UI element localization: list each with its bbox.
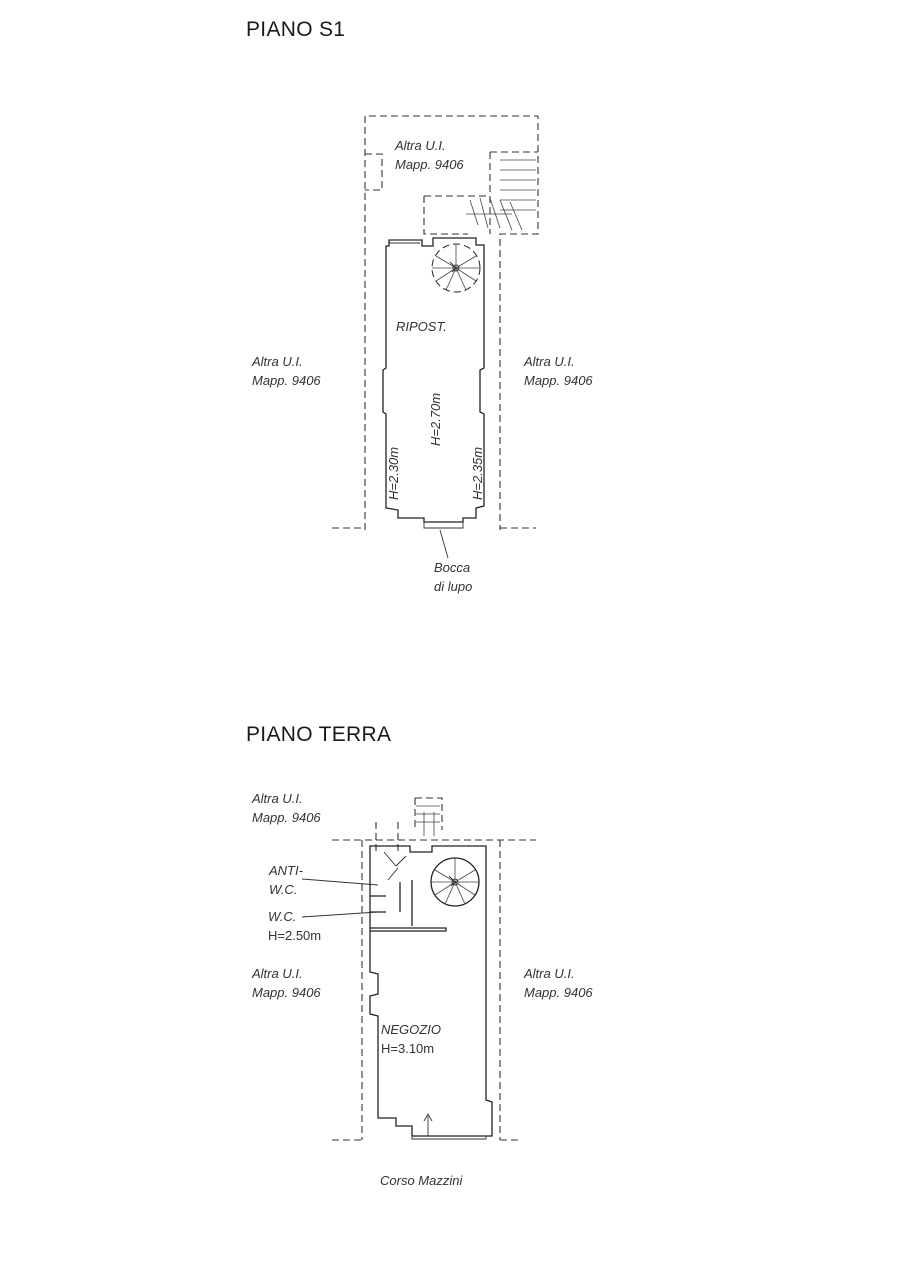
s1-neighbor-steps [466, 159, 536, 231]
s1-top-wall-band [389, 239, 420, 244]
s1-bocca-opening [423, 522, 464, 529]
terra-top-stub [375, 822, 399, 852]
s1-height-right: H=2.35m [470, 446, 485, 500]
terra-anti-wc-wall [399, 880, 413, 926]
s1-neighbor-left-line2: Mapp. 9406 [252, 373, 321, 388]
s1-neighbor-left-line1: Altra U.I. [252, 354, 303, 369]
terra-anti-wc-label: ANTI- W.C. [269, 861, 303, 899]
terra-wc-stubs [370, 895, 386, 913]
terra-neighbor-left-label: Altra U.I. Mapp. 9406 [252, 964, 321, 1002]
terra-neighbor-right-line1: Altra U.I. [524, 966, 575, 981]
terra-shop-height: H=3.10m [381, 1041, 435, 1056]
s1-plan [332, 115, 539, 559]
terra-anti-wc-line1: ANTI- [269, 863, 303, 878]
s1-room-walls [382, 237, 485, 523]
terra-neighbor-right-line2: Mapp. 9406 [524, 985, 593, 1000]
terra-neighbor-left-line2: Mapp. 9406 [252, 985, 321, 1000]
terra-anti-wc-line2: W.C. [269, 882, 298, 897]
s1-opening-label: Bocca di lupo [434, 558, 472, 596]
terra-neighbor-top-label: Altra U.I. Mapp. 9406 [252, 789, 321, 827]
s1-neighbor-right-label: Altra U.I. Mapp. 9406 [524, 352, 593, 390]
terra-lot-boundary [332, 839, 536, 1140]
s1-neighbor-right-line2: Mapp. 9406 [524, 373, 593, 388]
s1-room-label: RIPOST. [396, 319, 447, 334]
s1-neighbor-right-line1: Altra U.I. [524, 354, 575, 369]
terra-neighbor-steps [416, 805, 440, 836]
s1-opening-line1: Bocca [434, 560, 471, 575]
s1-neighbor-top-line2: Mapp. 9406 [395, 157, 464, 172]
terra-wc-label: W.C. H=2.50m [268, 907, 321, 945]
s1-title: PIANO S1 [246, 18, 346, 41]
terra-neighbor-stair [414, 797, 443, 830]
terra-neighbor-left-line1: Altra U.I. [252, 966, 303, 981]
terra-street-label: Corso Mazzini [380, 1173, 463, 1188]
terra-entrance-band [411, 1136, 487, 1140]
terra-door-swings [383, 851, 407, 881]
terra-plan [301, 797, 536, 1141]
s1-opening-line2: di lupo [434, 579, 473, 594]
s1-niche-left [365, 153, 383, 191]
s1-neighbor-top-label: Altra U.I. Mapp. 9406 [395, 136, 464, 174]
terra-title: PIANO TERRA [246, 723, 392, 746]
terra-neighbor-right-label: Altra U.I. Mapp. 9406 [524, 964, 593, 1002]
s1-height-left: H=2.30m [386, 446, 401, 500]
terra-shop-label: NEGOZIO H=3.10m [381, 1020, 441, 1058]
terra-neighbor-top-line1: Altra U.I. [252, 791, 303, 806]
s1-height-center: H=2.70m [428, 392, 443, 446]
terra-wc-line1: W.C. [268, 909, 297, 924]
s1-bocca-leader [439, 529, 449, 559]
terra-room-walls [369, 845, 493, 1137]
s1-neighbor-left-label: Altra U.I. Mapp. 9406 [252, 352, 321, 390]
terra-shop-name: NEGOZIO [381, 1022, 441, 1037]
spiral-stair-icon [431, 243, 481, 293]
anti-wc-leader [301, 878, 379, 886]
entrance-arrow-icon [423, 1113, 433, 1136]
s1-neighbor-top-line1: Altra U.I. [395, 138, 446, 153]
terra-wc-height: H=2.50m [268, 928, 322, 943]
spiral-stair-icon [430, 857, 480, 907]
s1-neighbor-stair-box [423, 151, 538, 235]
terra-wc-partition [370, 927, 447, 932]
s1-lot-boundary [364, 115, 539, 530]
terra-neighbor-top-line2: Mapp. 9406 [252, 810, 321, 825]
wc-leader [301, 911, 379, 918]
